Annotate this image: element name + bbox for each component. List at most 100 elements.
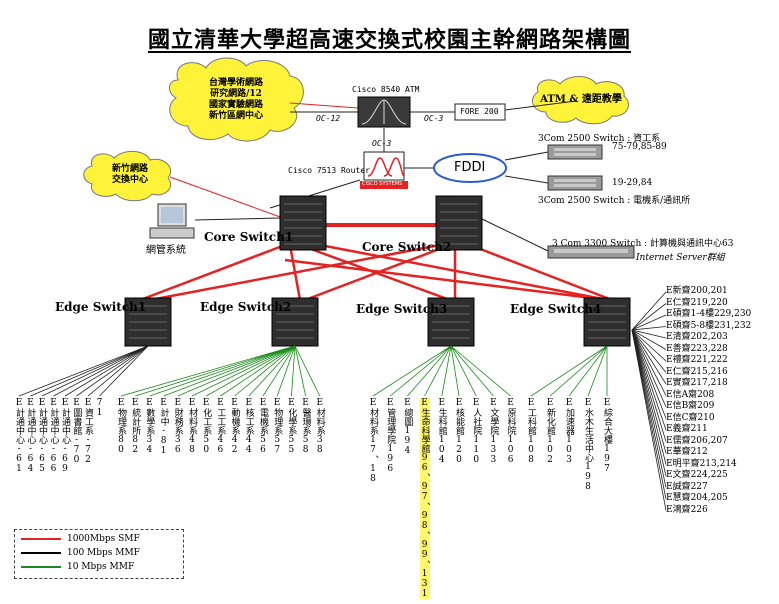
dormitory-item: E清齋202,203 [666, 332, 728, 342]
client-label: E核能館120 [454, 398, 464, 465]
downlink-3-9 [450, 345, 511, 397]
downlink-2-9 [234, 345, 296, 397]
downlink-3-6 [450, 345, 460, 397]
dormitory-item: E善齋223,228 [666, 343, 728, 354]
edge-switch1-label: Edge Switch1 [55, 300, 147, 314]
management-pc-icon [149, 203, 195, 239]
downlink-1-5 [64, 345, 149, 397]
dormitory-item: E信A齋208 [666, 389, 715, 400]
cisco-atm-switch [357, 96, 411, 128]
downlink-2-12 [276, 345, 296, 397]
internet-server-label: Internet Server群組 [636, 253, 725, 263]
client-label: E醫環系58 [300, 398, 311, 455]
cloud-taiwan [169, 57, 304, 142]
client-label: E計通中心-65 [37, 398, 47, 474]
downlink-1-6 [76, 345, 149, 397]
downlink-4-4 [587, 345, 608, 397]
diagram-title: 國立清華大學超高速交換式校園主幹網路架構圖 [147, 27, 631, 53]
client-label: E資工系-72 [83, 398, 93, 465]
client-label: E工工系46 [215, 398, 226, 455]
downlink-3-2 [389, 345, 452, 397]
dorm-link-8 [631, 329, 667, 373]
client-label: E總圖194 [402, 398, 413, 456]
downlink-3-4 [424, 345, 452, 397]
legend-row-100: 100 Mbps MMF [21, 548, 140, 560]
cloud-taiwan-label: 台灣學術網路研究網路/12 國家實驗網路新竹區網中心 [208, 78, 263, 121]
dormitory-item: E慧齋204,205 [666, 493, 728, 503]
downlink-1-4 [53, 345, 149, 397]
dorm-link-12 [631, 329, 667, 419]
dorm-link-15 [631, 329, 667, 454]
sw3300-label: 3 Com 3300 Switch : 計算機與通訊中心63 [552, 239, 734, 249]
dorm-link-1 [631, 291, 667, 331]
dorm-link-6 [631, 329, 667, 350]
dormitory-item: E信C齋210 [666, 412, 715, 423]
dormitory-item: E新齋200,201 [666, 286, 728, 296]
client-label: E新化館102 [545, 398, 555, 465]
client-label: E統計所82 [130, 398, 141, 455]
legend-swatch-1000 [21, 537, 61, 540]
client-label: E化工系50 [201, 398, 212, 455]
downlink-3-1 [372, 345, 452, 397]
dorm-link-11 [631, 329, 667, 408]
client-label: E生命科學館96、97、98、99、131 [419, 398, 430, 599]
downlink-2-3 [149, 345, 296, 397]
sw-bottom-label: 3Com 2500 Switch : 電機系/通訊所 [538, 196, 691, 206]
core-switch1-label: Core Switch1 [204, 230, 294, 244]
oc3-down-label: OC-3 [372, 139, 392, 148]
edge-switch4-chassis [583, 297, 631, 347]
client-label: E物理系80 [116, 398, 126, 455]
client-label: E物理系57 [272, 398, 283, 455]
dormitory-item: E信B齋209 [666, 401, 715, 411]
dormitory-item: E鴻齋226 [666, 504, 708, 515]
3com-2500-switch-bottom [547, 175, 603, 191]
3com-3300-switch [547, 245, 635, 259]
client-label: E動機系42 [229, 398, 240, 455]
downlink-3-8 [450, 345, 494, 397]
client-label: E財務系36 [172, 398, 183, 455]
dormitory-item: E碩齋5-8樓231,232 [666, 320, 752, 331]
downlink-4-3 [568, 345, 608, 397]
dormitory-item: E仁齋219,220 [666, 297, 728, 308]
downlink-1-1 [18, 345, 149, 397]
edge-downlinks [18, 291, 667, 511]
sw-bottom-range: 19-29,84 [612, 178, 653, 188]
oc3-right-label: OC-3 [424, 114, 444, 123]
client-label: E管理學院196 [385, 398, 396, 474]
dormitory-item: E實齋217,218 [666, 378, 728, 388]
downlink-2-15 [294, 345, 321, 397]
downlink-2-14 [294, 345, 306, 397]
cisco-router-label: Cisco 7513 Router [288, 166, 370, 175]
client-label: E計通中心-61 [14, 398, 24, 474]
dormitory-item: E誠齋227 [666, 481, 708, 492]
downlink-2-11 [262, 345, 296, 397]
client-label: E材料系17、18 [368, 398, 378, 484]
core-switch1-chassis [279, 195, 327, 251]
downlink-1-7 [87, 345, 149, 397]
3com-2500-switch-top [547, 144, 603, 160]
edge-switch2-label: Edge Switch2 [200, 300, 292, 314]
client-label: E計通中心-66 [48, 398, 59, 474]
client-label: E電機系56 [258, 398, 268, 455]
dorm-link-20 [631, 329, 667, 511]
downlink-2-4 [163, 345, 296, 397]
client-label: E數學系34 [144, 398, 155, 455]
cloud-hsinchu-label: 新竹網路交換中心 [111, 164, 148, 185]
dormitory-item: E儒齋206,207 [666, 435, 728, 446]
downlink-2-1 [120, 345, 296, 397]
cisco-logo-label: CISCO SYSTEMS [362, 181, 403, 187]
client-label: 71 [94, 398, 105, 418]
client-label: E原科院106 [505, 398, 516, 465]
dorm-link-2 [631, 303, 667, 331]
fddi-ring [433, 153, 507, 183]
dormitory-item: E碩齋1-4樓229,230 [666, 309, 752, 319]
black-links [194, 100, 577, 252]
dorm-link-13 [631, 329, 667, 431]
downlink-2-5 [177, 345, 296, 397]
cloud-atm-label: ATM & 遠距教學 [540, 94, 622, 105]
uplinks-1000mbps [139, 243, 613, 302]
downlink-1-2 [30, 345, 149, 397]
downlink-1-3 [41, 345, 149, 397]
